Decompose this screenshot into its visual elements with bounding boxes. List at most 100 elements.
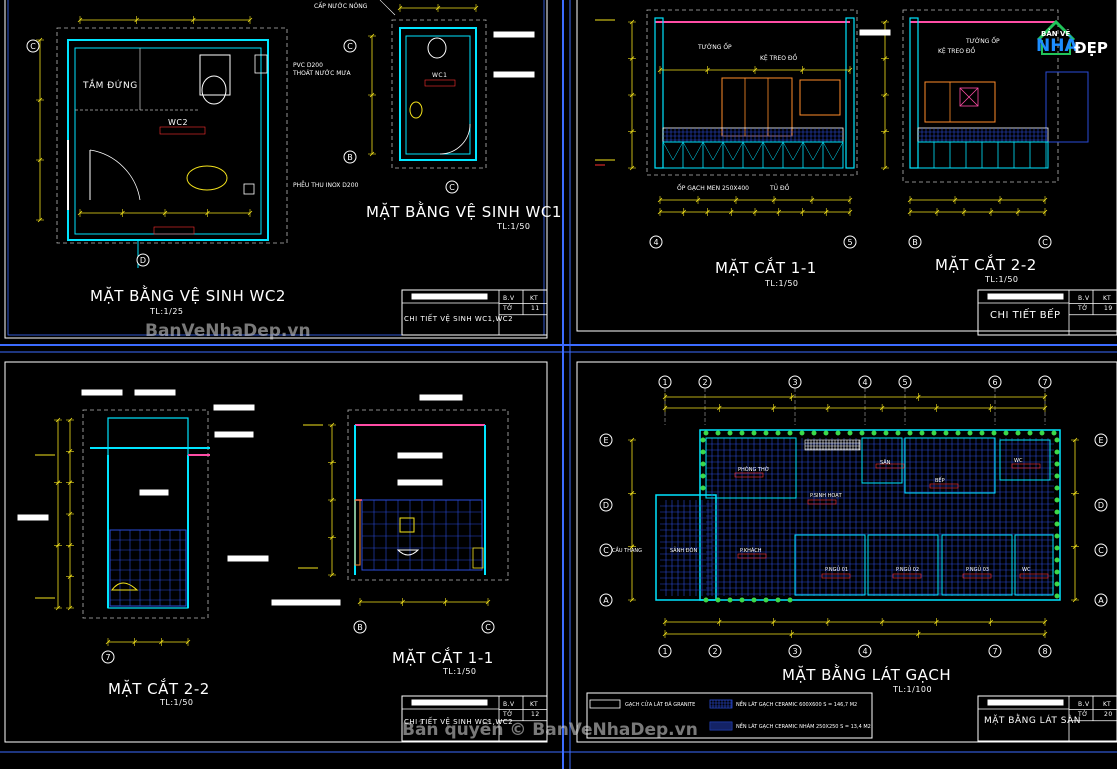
room-stair: CẦU THANG bbox=[612, 548, 643, 554]
room-area-tag bbox=[737, 553, 767, 559]
house-logo-icon bbox=[1036, 19, 1076, 55]
wc-sec2-label-2 bbox=[134, 389, 176, 396]
note-rain-drain: THOÁT NƯỚC MƯA bbox=[293, 70, 351, 77]
room-wc-a: WC bbox=[1022, 567, 1031, 573]
titleblock-br-kt: KT bbox=[1103, 701, 1112, 708]
room-bed-1: P.NGỦ 01 bbox=[825, 567, 849, 573]
grid-bubble-4-k bbox=[649, 235, 663, 249]
wc1-wall-inner bbox=[405, 35, 471, 155]
plant-dot bbox=[1054, 545, 1060, 551]
title-block-name-bar bbox=[411, 699, 488, 706]
wc2-cut-boundary bbox=[56, 27, 288, 244]
room-area-tag bbox=[821, 573, 851, 579]
plant-dot bbox=[1054, 521, 1060, 527]
legend-swatch-granite bbox=[589, 699, 621, 709]
wc1-door-swing bbox=[439, 123, 471, 155]
grid-bubble-top-6-label: 6 bbox=[992, 378, 997, 387]
grid-bubble-left-A bbox=[599, 593, 613, 607]
grid-bubble-top-5-label: 5 bbox=[902, 378, 907, 387]
wc-sec1-cut bbox=[347, 409, 509, 581]
plant-dot bbox=[1054, 593, 1060, 599]
title-block-frame bbox=[977, 695, 1117, 742]
wc-sec2-label-5 bbox=[214, 431, 254, 438]
wc-sec1-window bbox=[354, 499, 361, 566]
scale-kitchen-section-1: TL:1/50 bbox=[765, 279, 799, 288]
hood-x bbox=[959, 87, 979, 107]
grid-bubble-bottom-2-label: 2 bbox=[712, 647, 717, 656]
grid-bubble-bottom-7 bbox=[988, 644, 1002, 658]
plant-dot bbox=[700, 437, 706, 443]
titleblock-tr-name: CHI TIẾT BẾP bbox=[990, 310, 1061, 321]
grid-bubble-bottom-2 bbox=[708, 644, 722, 658]
door-swing bbox=[712, 141, 724, 161]
grid-bubble-d-label: D bbox=[140, 256, 146, 265]
plant-dot bbox=[931, 430, 937, 436]
wc2-sink bbox=[186, 165, 228, 191]
kitchen-sec1-cut bbox=[646, 9, 858, 176]
titleblock-bl-kt: KT bbox=[530, 701, 539, 708]
plant-dot bbox=[1054, 569, 1060, 575]
plant-dot bbox=[700, 485, 706, 491]
room-wc-b: WC bbox=[1014, 458, 1023, 464]
grid-bubble-left-D bbox=[599, 498, 613, 512]
fridge-outline bbox=[1045, 71, 1089, 143]
titleblock-bl-bv: B.V bbox=[503, 701, 515, 708]
room-lobby: SẢNH ĐÓN bbox=[670, 548, 698, 554]
room-area-tag bbox=[807, 499, 837, 505]
plant-dot bbox=[799, 430, 805, 436]
wc2-wall-inner bbox=[74, 47, 262, 235]
room-label-wc2: WC2 bbox=[168, 118, 189, 127]
grid-bubble-right-D-label: D bbox=[1098, 501, 1104, 510]
plant-dot bbox=[919, 430, 925, 436]
plant-dot bbox=[1054, 497, 1060, 503]
title-wc-section-1: MẶT CẮT 1-1 bbox=[392, 649, 494, 667]
note-hot-water: CẤP NƯỚC NÓNG bbox=[314, 3, 368, 10]
wc1-label-bar bbox=[493, 31, 535, 38]
grid-bubble-left-D-label: D bbox=[603, 501, 609, 510]
grid-bubble-bottom-4-label: 4 bbox=[862, 647, 867, 656]
titleblock-br-bv: B.V bbox=[1078, 701, 1090, 708]
wc-sec1-label bbox=[419, 394, 463, 401]
room-label-wc1: WC1 bbox=[432, 72, 448, 79]
wc2-toilet-bowl bbox=[201, 75, 227, 105]
grid-bubble-left-C-label: C bbox=[603, 546, 609, 555]
door-swing bbox=[752, 141, 764, 161]
titleblock-tr-to: TỜ bbox=[1078, 305, 1089, 312]
grid-bubble-5-k bbox=[843, 235, 857, 249]
grid-bubble-top-2-label: 2 bbox=[702, 378, 707, 387]
room-area-tag bbox=[1011, 463, 1041, 469]
kitchen-label-bar bbox=[859, 29, 891, 36]
grid-bubble-right-C bbox=[1094, 543, 1108, 557]
stair-pattern bbox=[804, 439, 861, 451]
room-wc-a bbox=[1014, 534, 1054, 596]
grid-bubble-b-sec1-label: B bbox=[357, 623, 363, 632]
room-bed-2 bbox=[867, 534, 939, 596]
grid-bubble-c-wc1-label: C bbox=[347, 42, 353, 51]
room-yard: SÂN bbox=[880, 460, 891, 466]
wc-sec2-label-4 bbox=[139, 489, 169, 496]
grid-bubble-c-k bbox=[1038, 235, 1052, 249]
room-worship bbox=[705, 437, 797, 499]
door-swing bbox=[762, 141, 774, 161]
room-wc-b bbox=[999, 439, 1051, 481]
wc1-level-tag bbox=[424, 79, 456, 87]
room-area-tag bbox=[1019, 573, 1049, 579]
door-swing bbox=[782, 141, 794, 161]
door-swing bbox=[742, 141, 754, 161]
logo-text-top: BẢN VẼ bbox=[1041, 30, 1071, 38]
title-block-name-bar bbox=[987, 293, 1064, 300]
wc-sec2-tile-area bbox=[109, 529, 187, 607]
wc1-toilet bbox=[427, 37, 447, 59]
logo-text-mid: NHÀ bbox=[1036, 36, 1078, 56]
note-wall-tile-1: TƯỜNG ỐP bbox=[698, 44, 732, 51]
wc-sec2-cut bbox=[82, 409, 209, 619]
titleblock-br-name: MẶT BẰNG LÁT SÀN bbox=[984, 716, 1081, 726]
note-shelf-2: KỆ TREO ĐỒ bbox=[938, 48, 976, 55]
plant-dot bbox=[703, 597, 709, 603]
grid-bubble-right-C-label: C bbox=[1098, 546, 1104, 555]
title-block-name-bar bbox=[411, 293, 488, 300]
plant-dot bbox=[859, 430, 865, 436]
room-bed-3 bbox=[941, 534, 1013, 596]
wc2-level-tag bbox=[159, 126, 206, 135]
